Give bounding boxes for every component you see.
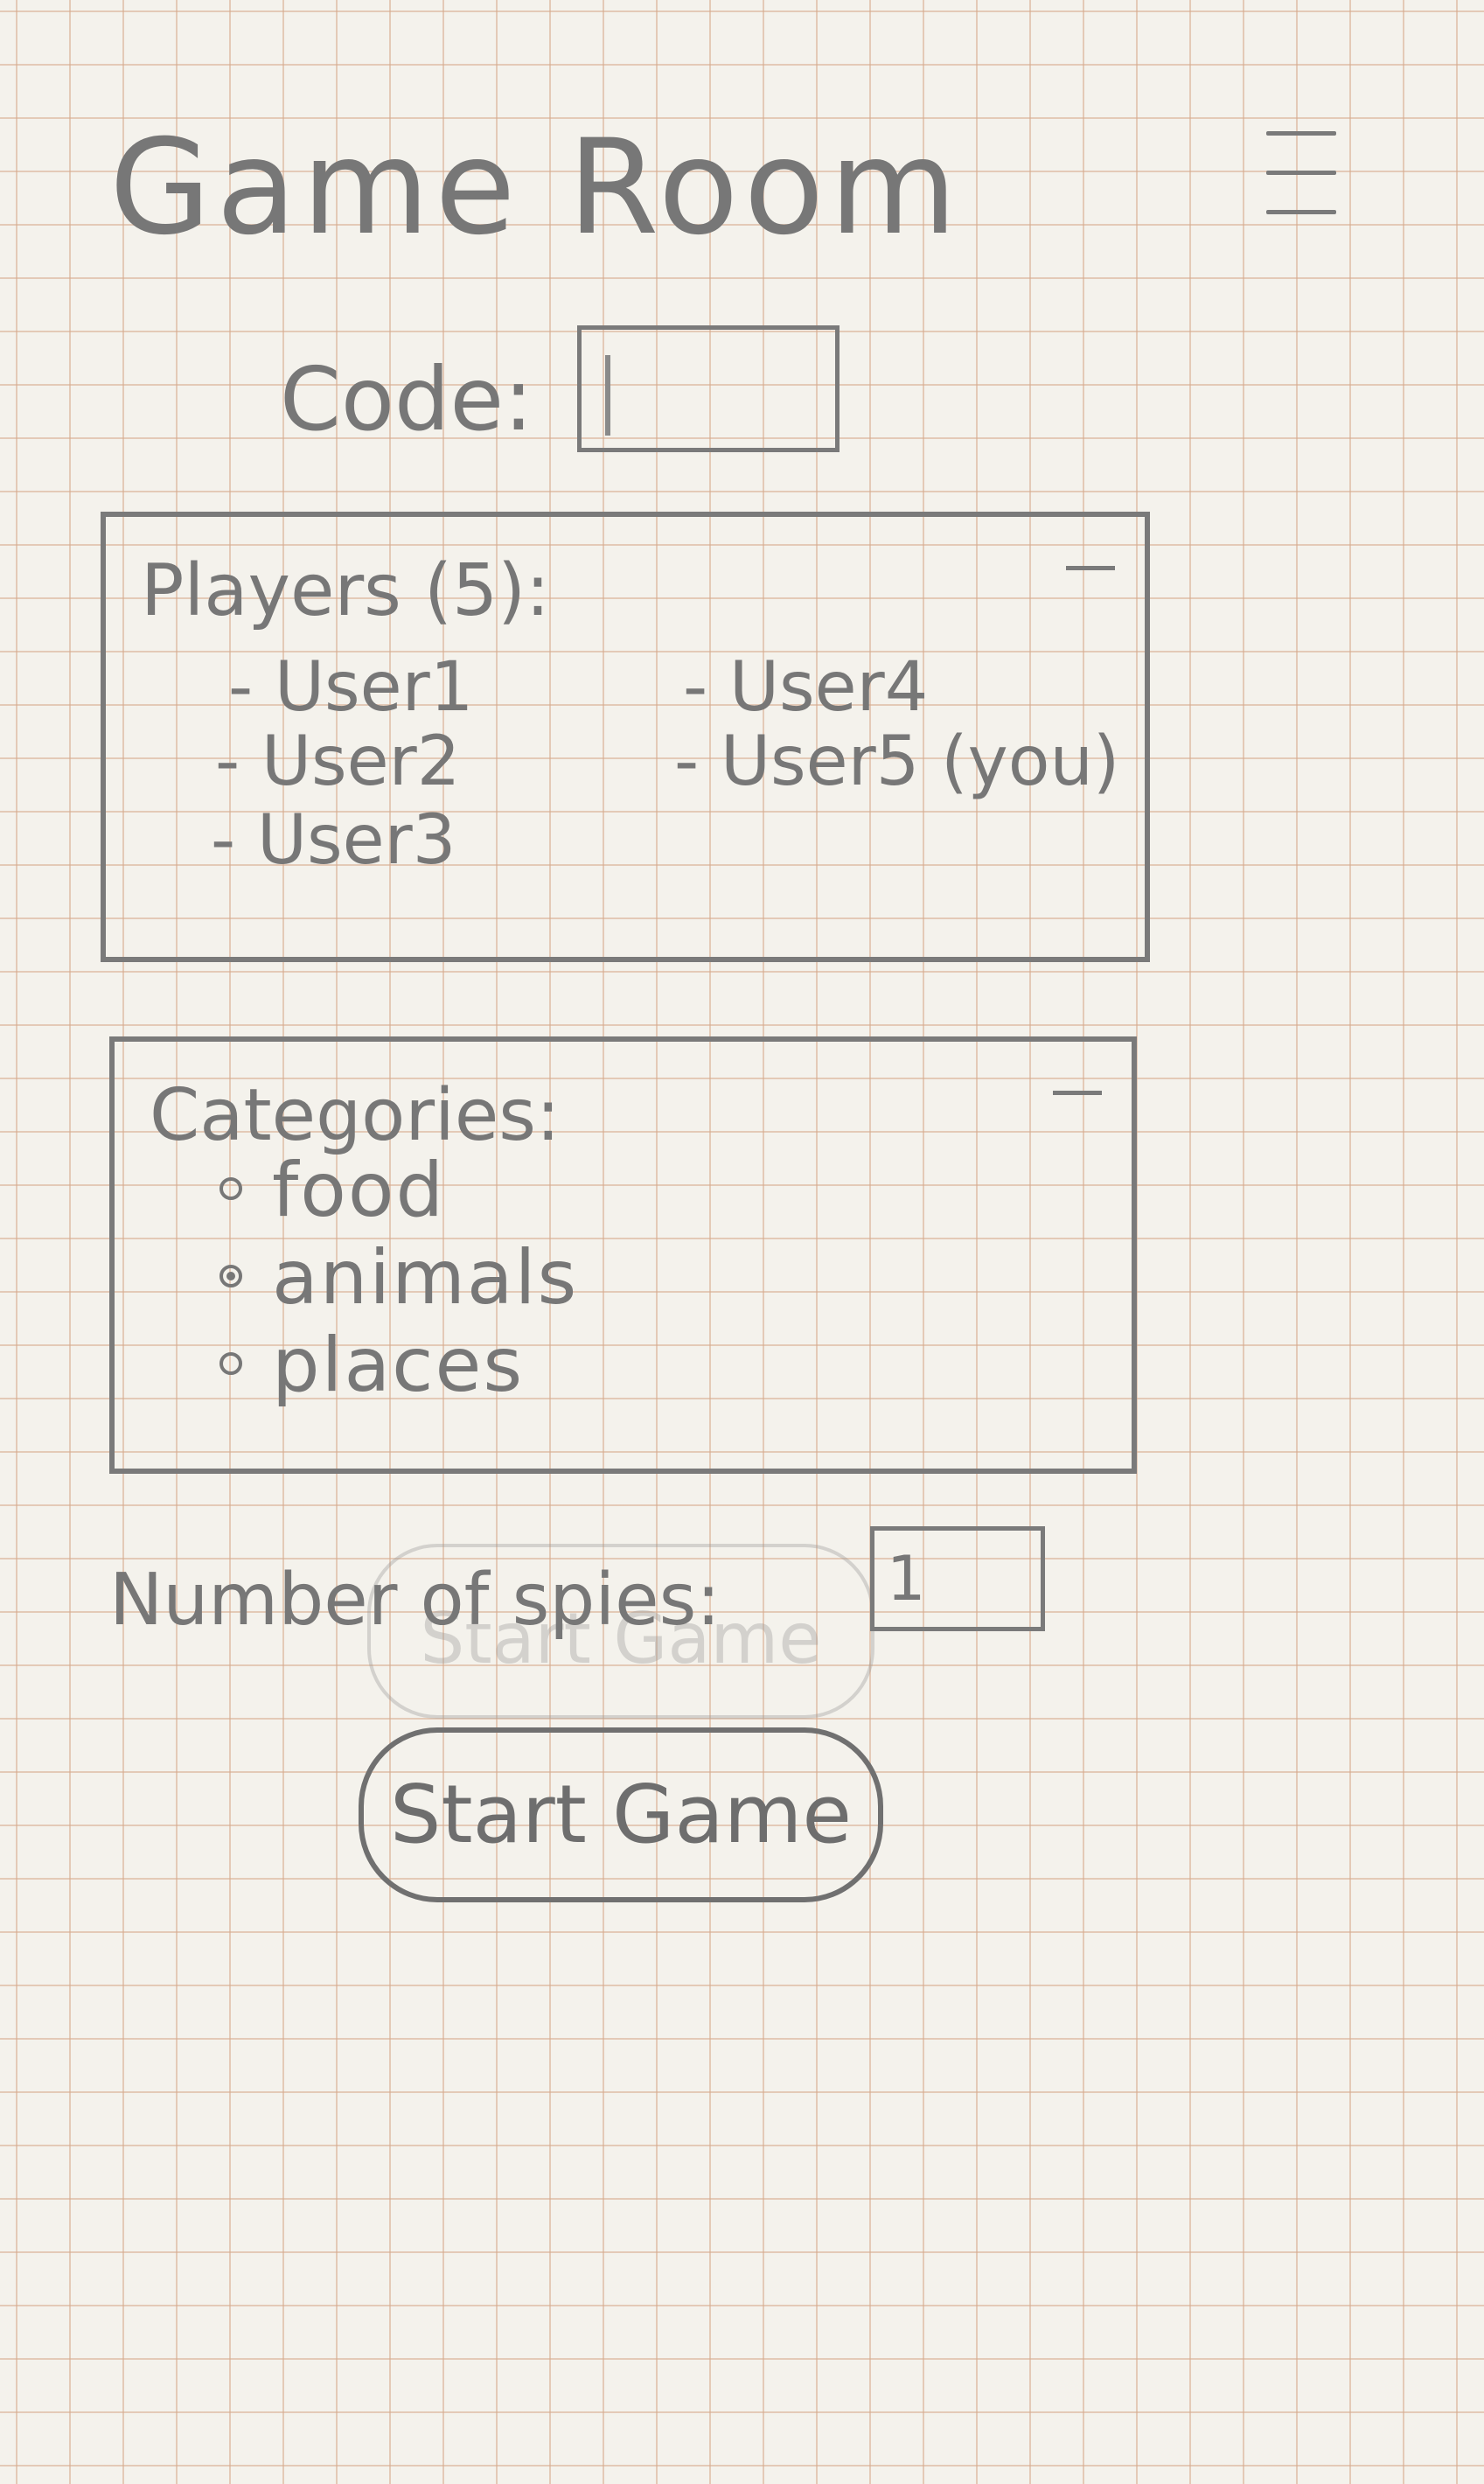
spies-label: Number of spies:: [109, 1559, 721, 1642]
players-collapse-button[interactable]: [1066, 552, 1118, 587]
code-label: Code:: [280, 348, 533, 450]
spies-count-input[interactable]: [870, 1526, 1045, 1631]
category-label: places: [272, 1322, 525, 1409]
hamburger-menu-icon[interactable]: [1259, 122, 1338, 227]
player-list-item: - User5 (you): [674, 722, 1120, 801]
category-label: animals: [272, 1234, 579, 1322]
categories-panel: Categories: food animals places: [109, 1036, 1137, 1474]
radio-selected-icon[interactable]: [219, 1265, 242, 1287]
text-caret: [605, 355, 610, 436]
players-panel: Players (5): - User1 - User2 - User3 - U…: [101, 512, 1150, 962]
minus-icon: [1053, 1091, 1102, 1095]
players-heading: Players (5):: [141, 549, 550, 632]
radio-unselected-icon[interactable]: [219, 1352, 242, 1375]
player-list-item: - User3: [211, 801, 456, 880]
category-label: food: [272, 1147, 446, 1234]
player-list-item: - User4: [683, 648, 929, 727]
player-list-item: - User1: [228, 648, 474, 727]
radio-unselected-icon[interactable]: [219, 1177, 242, 1200]
categories-heading: Categories:: [150, 1074, 561, 1157]
spies-row: Number of spies:: [109, 1518, 1071, 1657]
minus-icon: [1066, 566, 1115, 570]
menu-bar: [1266, 171, 1336, 175]
player-list-item: - User2: [215, 722, 461, 801]
room-code-row: Code:: [280, 325, 874, 474]
room-code-input[interactable]: [577, 325, 840, 452]
menu-bar: [1266, 131, 1336, 136]
start-game-button[interactable]: Start Game: [359, 1727, 883, 1902]
page-title: Game Room: [109, 112, 963, 264]
categories-collapse-button[interactable]: [1053, 1077, 1105, 1112]
menu-bar: [1266, 210, 1336, 214]
